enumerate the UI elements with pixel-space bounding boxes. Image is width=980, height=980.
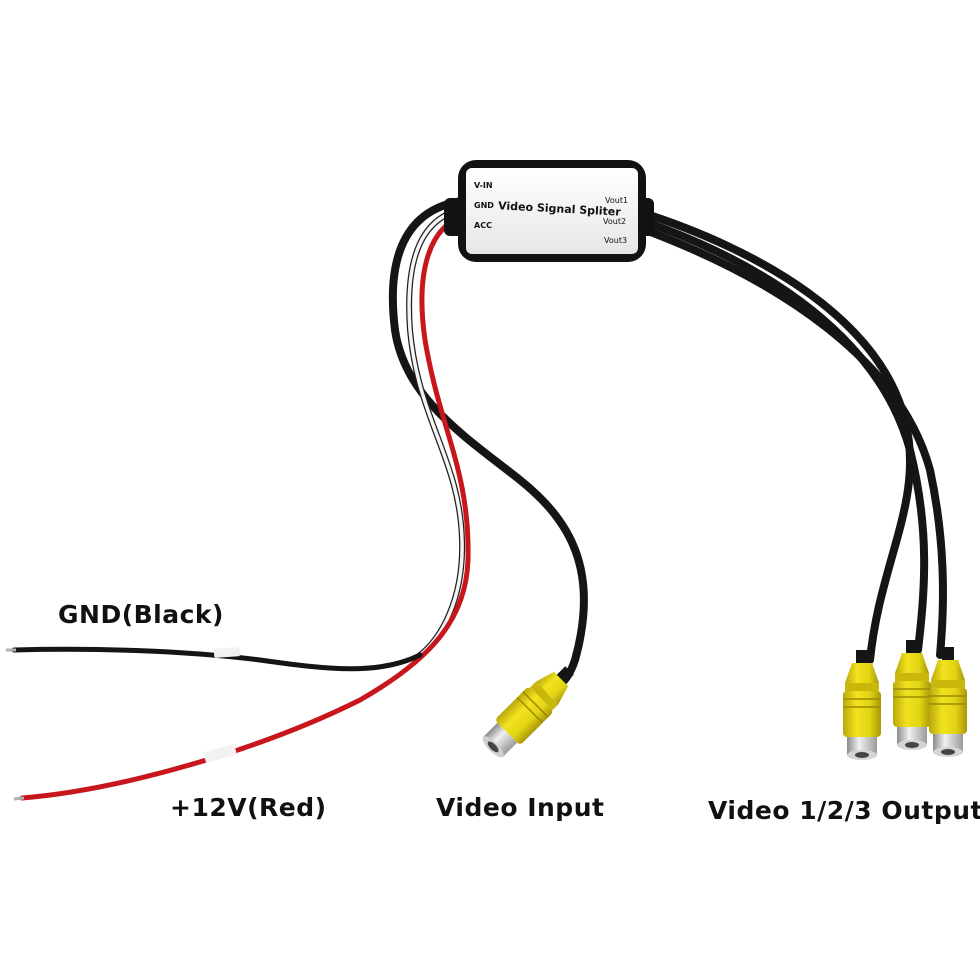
box-pin-acc: ACC	[474, 221, 492, 230]
box-pin-vout2: Vout2	[603, 217, 626, 226]
video-input-cable	[388, 196, 588, 694]
power-caption: +12V(Red)	[170, 793, 327, 822]
power-wire-tag	[203, 744, 237, 763]
input-cables	[11, 196, 588, 801]
output-connector-1	[843, 650, 881, 760]
splitter-box: V-IN GND ACC Video Signal Spliter Vout1 …	[444, 160, 654, 262]
box-pin-vout3: Vout3	[604, 236, 627, 245]
output-cables	[636, 208, 947, 664]
box-pin-gnd: GND	[474, 201, 494, 210]
red-power-wire	[19, 212, 471, 801]
black-gnd-wire	[11, 646, 423, 672]
output-cable-3	[636, 224, 947, 659]
power-wire-tip	[13, 796, 25, 801]
box-pin-vin: V-IN	[474, 181, 493, 190]
gnd-wire-tag	[213, 647, 241, 658]
gnd-caption: GND(Black)	[58, 600, 224, 629]
output-connector-2	[893, 640, 931, 750]
video-input-caption: Video Input	[436, 793, 605, 822]
output-connector-3	[929, 647, 967, 757]
box-pin-vout1: Vout1	[605, 196, 628, 205]
output-cable-2	[636, 216, 929, 654]
video-output-caption: Video 1/2/3 Output	[708, 796, 980, 825]
video-input-connector	[482, 666, 574, 758]
box-title: Video Signal Spliter	[498, 199, 622, 218]
